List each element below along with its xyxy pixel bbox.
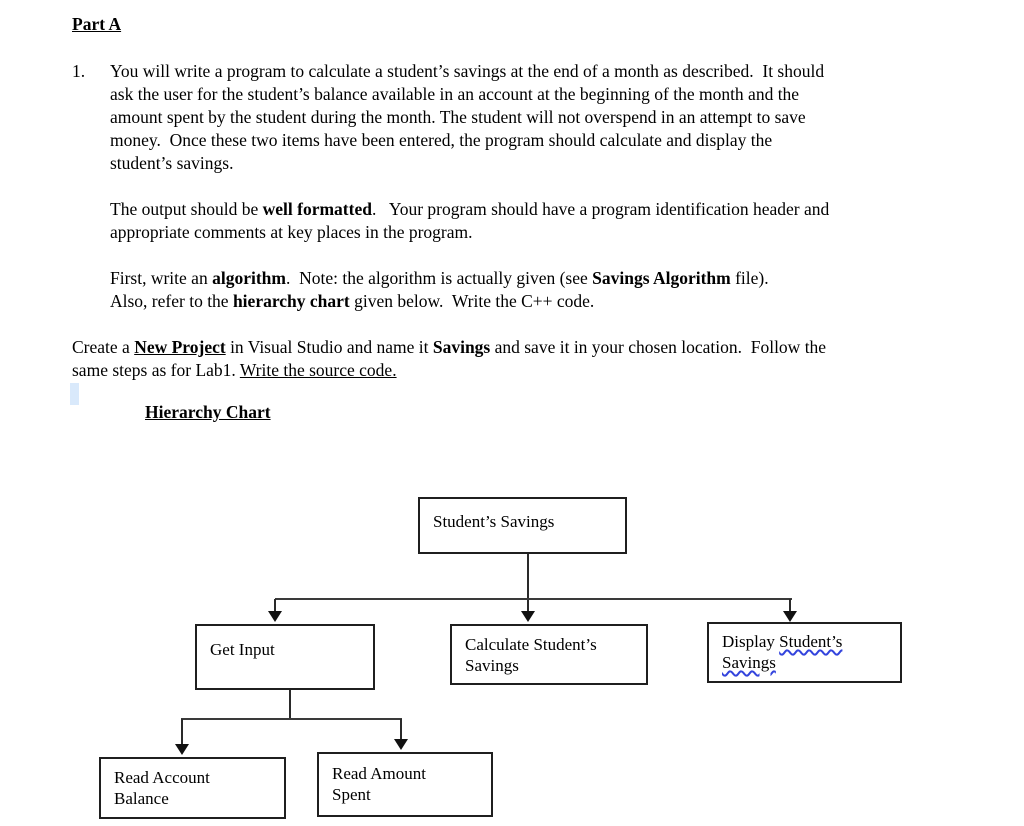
connector-root-vertical [527, 554, 529, 612]
text-segment: file). [730, 268, 769, 288]
connector-getinput-vertical [289, 690, 291, 719]
box-label: Savings [465, 656, 519, 675]
list-item-number: 1. [72, 61, 86, 81]
text-segment: The output should be [110, 199, 263, 219]
text-segment-bold: hierarchy chart [232, 291, 350, 311]
text-segment-bold: Savings Algorithm [592, 268, 731, 288]
box-label: Calculate Student’s [465, 635, 597, 654]
text-segment: Display [722, 632, 780, 651]
connector-level2-horizontal [275, 598, 792, 600]
paragraph-output-format: The output should be well formatted. You… [110, 198, 829, 244]
text-line: ask the user for the student’s balance a… [110, 84, 800, 104]
connector-read-amount-stem [400, 719, 402, 740]
text-segment: First, write an [110, 268, 213, 288]
box-label: Savings [722, 652, 900, 673]
arrow-down-icon [521, 611, 535, 622]
text-segment: and save it in your chosen location. Fol… [490, 337, 827, 357]
chart-box-read-account-balance: Read Account Balance [99, 757, 286, 819]
box-label: Student’s Savings [433, 512, 555, 531]
arrow-down-icon [394, 739, 408, 750]
connector-get-input-stem [274, 599, 276, 613]
text-line: The output should be well formatted. You… [110, 198, 829, 221]
text-segment: appropriate comments at key places in th… [110, 222, 473, 242]
text-segment-bold: Savings [432, 337, 491, 357]
paragraph-program-description: You will write a program to calculate a … [110, 60, 824, 175]
text-segment-spellcheck: Student’s [779, 632, 843, 651]
text-line: amount spent by the student during the m… [110, 107, 806, 127]
part-a-heading: Part A [72, 14, 122, 34]
box-label: Display Student’s [722, 631, 900, 652]
text-line: First, write an algorithm. Note: the alg… [110, 267, 769, 290]
connector-read-account-stem [181, 719, 183, 745]
chart-box-calculate-savings: Calculate Student’s Savings [450, 624, 648, 685]
arrow-down-icon [175, 744, 189, 755]
box-label: Get Input [210, 640, 275, 659]
text-segment-underline: Write the source code. [239, 360, 397, 380]
paragraph-algorithm: First, write an algorithm. Note: the alg… [110, 267, 769, 313]
text-segment: in Visual Studio and name it [225, 337, 433, 357]
connector-display-stem [789, 599, 791, 613]
cursor-selection-artifact [70, 383, 79, 405]
box-label: Balance [114, 789, 169, 808]
chart-box-display-savings: Display Student’s Savings [707, 622, 902, 683]
text-line: Also, refer to the hierarchy chart given… [110, 290, 769, 313]
text-segment-bold-underline: New Project [134, 337, 226, 357]
text-segment: Create a [72, 337, 135, 357]
text-segment: same steps as for Lab1. [72, 360, 240, 380]
box-label: Read Account [114, 768, 210, 787]
text-segment-bold: well formatted [262, 199, 372, 219]
chart-box-get-input: Get Input [195, 624, 375, 690]
text-segment: . Note: the algorithm is actually given … [285, 268, 593, 288]
text-line: You will write a program to calculate a … [110, 61, 825, 81]
text-line: money. Once these two items have been en… [110, 130, 773, 150]
text-segment-spellcheck: Savings [722, 653, 776, 672]
text-line: appropriate comments at key places in th… [110, 221, 829, 244]
text-line: Create a New Project in Visual Studio an… [72, 336, 826, 359]
chart-box-students-savings: Student’s Savings [418, 497, 627, 554]
connector-level3-horizontal [181, 718, 402, 720]
text-line: same steps as for Lab1. Write the source… [72, 359, 826, 382]
text-line: student’s savings. [110, 153, 234, 173]
arrow-down-icon [268, 611, 282, 622]
box-label: Read Amount [332, 764, 426, 783]
box-label: Spent [332, 785, 371, 804]
text-segment: Also, refer to the [110, 291, 233, 311]
text-segment: . Your program should have a program ide… [371, 199, 830, 219]
paragraph-create-project: Create a New Project in Visual Studio an… [72, 336, 826, 382]
text-segment: given below. Write the C++ code. [349, 291, 595, 311]
arrow-down-icon [783, 611, 797, 622]
chart-box-read-amount-spent: Read Amount Spent [317, 752, 493, 817]
hierarchy-chart-heading: Hierarchy Chart [145, 402, 271, 422]
text-segment-bold: algorithm [212, 268, 286, 288]
